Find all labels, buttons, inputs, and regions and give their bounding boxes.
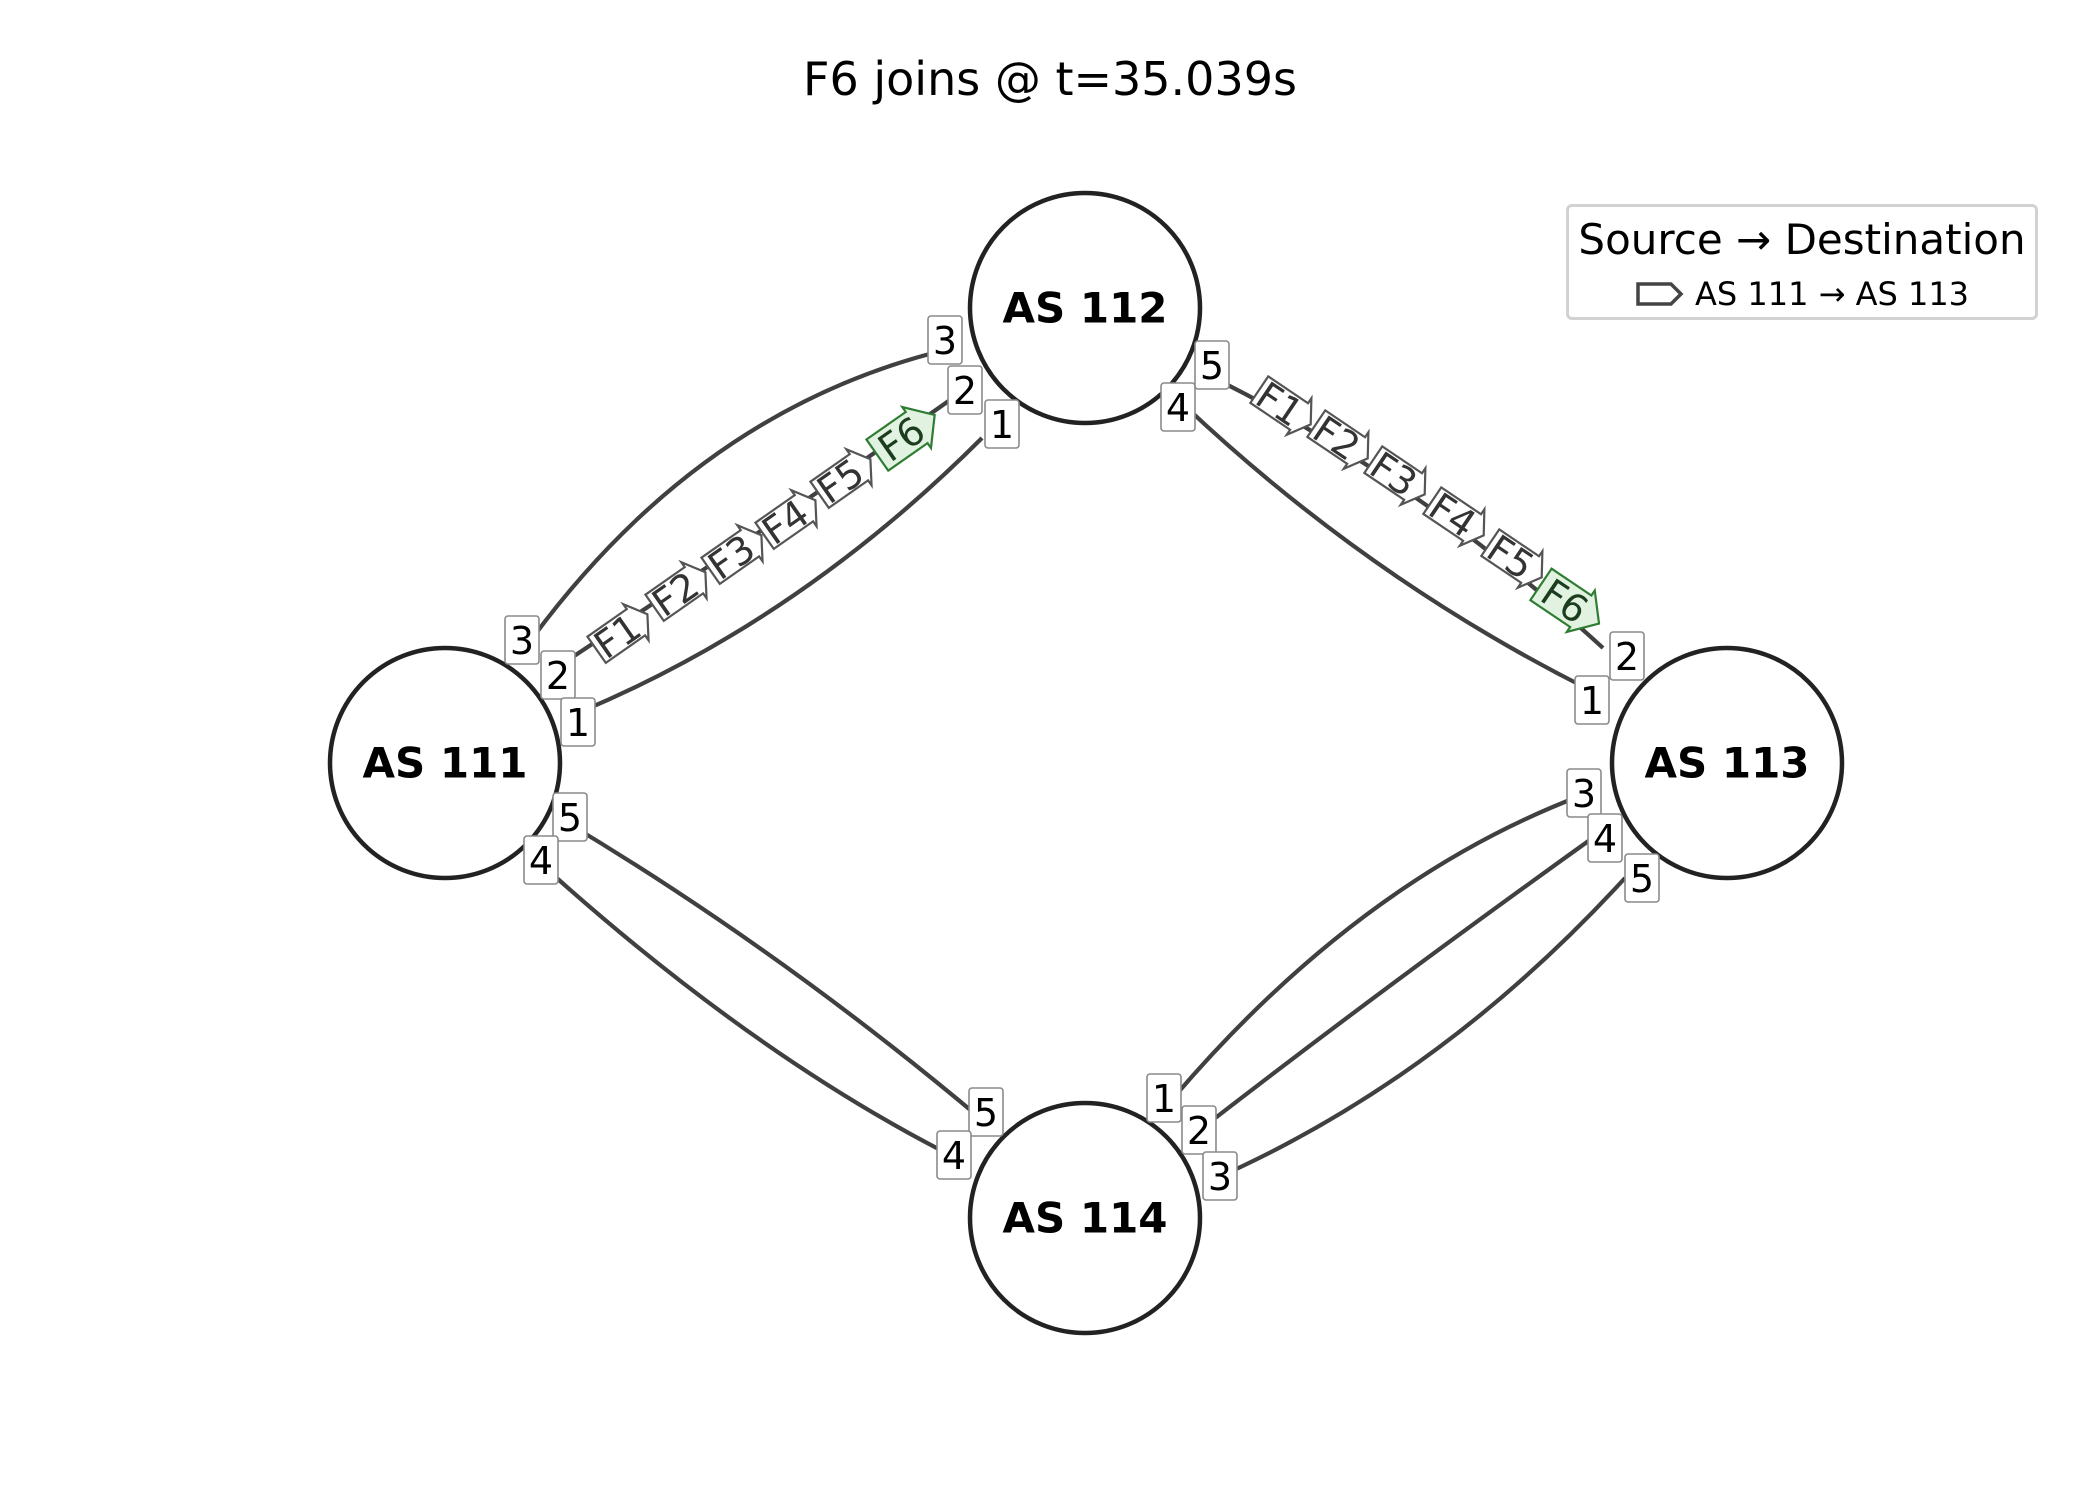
svg-text:5: 5 (974, 1091, 998, 1135)
node-label: AS 113 (1644, 739, 1809, 788)
port-label-as-111: 5 (552, 792, 588, 842)
node-label: AS 114 (1002, 1194, 1167, 1243)
node-as-112[interactable]: AS 112 (967, 190, 1203, 426)
flow-marker-f6-segment-1: F6 (864, 405, 936, 473)
link-as-111-as-114 (548, 870, 961, 1162)
port-label-as-112: 5 (1194, 340, 1230, 390)
svg-text:3: 3 (510, 619, 534, 663)
node-label: AS 112 (1002, 284, 1167, 333)
port-label-as-113: 5 (1624, 853, 1660, 903)
port-label-as-111: 2 (540, 650, 576, 700)
svg-text:1: 1 (1580, 679, 1604, 723)
legend-title: Source → Destination (1578, 215, 2026, 264)
svg-text:4: 4 (1593, 817, 1617, 861)
nodes-layer: AS 111 AS 112 AS 113 AS 114 (327, 190, 1845, 1336)
port-label-as-112: 3 (927, 315, 963, 365)
flow-marker-f4-segment-2: F4 (1421, 484, 1486, 549)
svg-text:2: 2 (546, 654, 570, 698)
link-as-111-as-112 (529, 347, 946, 642)
link-as-114-as-113 (1190, 830, 1603, 1138)
port-label-as-112: 2 (947, 365, 983, 415)
svg-text:3: 3 (1208, 1155, 1232, 1199)
node-as-113[interactable]: AS 113 (1609, 645, 1845, 881)
legend-entry-label: AS 111 → AS 113 (1694, 275, 1970, 313)
svg-text:1: 1 (990, 403, 1014, 447)
link-as-114-as-113 (1173, 794, 1581, 1098)
link-as-111-as-112 (579, 436, 984, 714)
node-as-114[interactable]: AS 114 (967, 1100, 1203, 1336)
links-layer (529, 347, 1627, 1182)
port-label-as-114: 4 (936, 1130, 972, 1180)
port-label-as-114: 3 (1202, 1151, 1238, 1201)
port-label-as-114: 2 (1181, 1105, 1217, 1155)
svg-text:2: 2 (953, 369, 977, 413)
legend-entry: AS 111 → AS 113 (1569, 275, 2035, 313)
node-as-111[interactable]: AS 111 (327, 645, 563, 881)
port-label-as-112: 1 (984, 399, 1020, 449)
svg-text:4: 4 (529, 839, 553, 883)
svg-text:5: 5 (1630, 857, 1654, 901)
svg-text:2: 2 (1187, 1109, 1211, 1153)
link-as-114-as-113 (1211, 876, 1627, 1182)
svg-text:1: 1 (566, 701, 590, 745)
svg-text:3: 3 (933, 319, 957, 363)
svg-text:5: 5 (1200, 344, 1224, 388)
diagram-title: F6 joins @ t=35.039s (803, 52, 1297, 106)
svg-text:1: 1 (1152, 1077, 1176, 1121)
legend: Source → Destination AS 111 → AS 113 (1566, 204, 2038, 320)
svg-text:5: 5 (558, 796, 582, 840)
port-label-as-112: 4 (1160, 382, 1196, 432)
port-label-as-111: 3 (504, 615, 540, 665)
open-arrow-icon (1636, 282, 1684, 306)
port-label-as-111: 4 (523, 835, 559, 885)
port-label-as-114: 5 (968, 1087, 1004, 1137)
port-label-as-113: 3 (1566, 768, 1602, 818)
link-as-111-as-114 (564, 820, 982, 1120)
svg-text:4: 4 (942, 1134, 966, 1178)
port-label-as-113: 4 (1587, 813, 1623, 863)
port-label-as-113: 2 (1609, 631, 1645, 681)
node-label: AS 111 (362, 739, 527, 788)
port-label-as-114: 1 (1146, 1073, 1182, 1123)
svg-text:3: 3 (1572, 772, 1596, 816)
svg-text:4: 4 (1166, 386, 1190, 430)
port-label-as-111: 1 (560, 697, 596, 747)
svg-text:2: 2 (1615, 635, 1639, 679)
link-as-112-as-113 (1183, 404, 1591, 692)
port-label-as-113: 1 (1574, 675, 1610, 725)
